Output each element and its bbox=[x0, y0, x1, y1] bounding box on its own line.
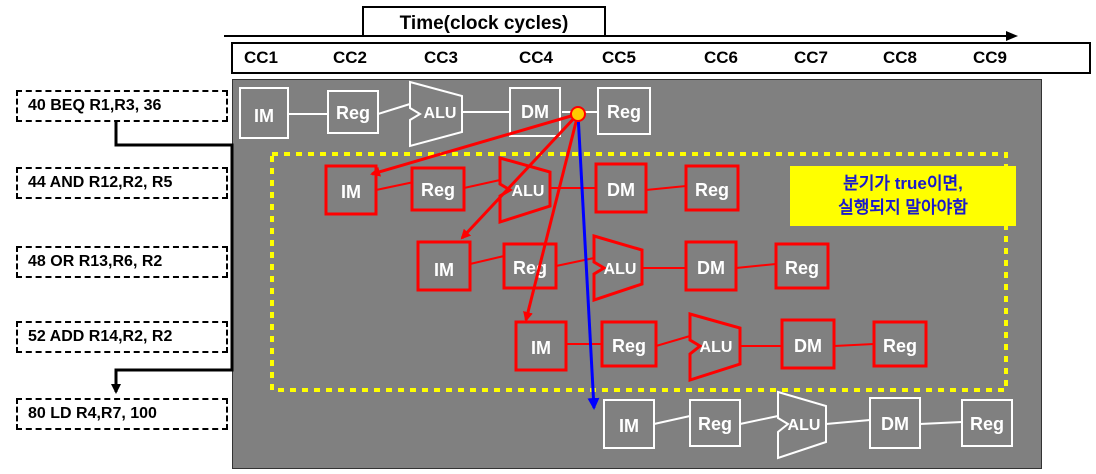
pipeline-row-add: IM Reg ALU DM Reg bbox=[514, 312, 928, 383]
flush-region-box bbox=[270, 152, 1008, 392]
time-axis-title: Time(clock cycles) bbox=[362, 6, 606, 36]
cc9-label: CC9 bbox=[973, 48, 1008, 67]
svg-text:ALU: ALU bbox=[604, 261, 637, 278]
cc2-label: CC2 bbox=[333, 48, 368, 67]
reg-stage bbox=[689, 399, 741, 447]
svg-text:IM: IM bbox=[619, 416, 639, 436]
reg-stage bbox=[327, 90, 379, 134]
flush-arrows bbox=[370, 112, 580, 322]
svg-text:Reg: Reg bbox=[612, 336, 646, 356]
alu-stage bbox=[409, 80, 463, 148]
svg-text:IM: IM bbox=[531, 338, 551, 358]
reg-writeback-stage bbox=[961, 399, 1013, 447]
svg-text:ALU: ALU bbox=[424, 105, 457, 122]
alu-stage bbox=[777, 390, 827, 460]
svg-text:Reg: Reg bbox=[607, 102, 641, 122]
dm-stage bbox=[684, 240, 738, 292]
svg-text:IM: IM bbox=[254, 106, 274, 126]
cc8-label: CC8 bbox=[883, 48, 918, 67]
instruction-and: 44 AND R12,R2, R5 bbox=[16, 167, 228, 199]
time-axis-arrow bbox=[224, 31, 1018, 41]
cc1-label: CC1 bbox=[244, 48, 279, 67]
clock-cycle-bar: CC1 CC2 CC3 CC4 CC5 CC6 CC7 CC8 CC9 bbox=[231, 42, 1091, 74]
svg-text:ALU: ALU bbox=[700, 339, 733, 356]
reg-writeback-stage bbox=[872, 320, 928, 368]
im-stage bbox=[514, 320, 568, 372]
pipeline-row-or: IM Reg ALU DM Reg bbox=[416, 234, 830, 303]
instruction-ld: 80 LD R4,R7, 100 bbox=[16, 398, 228, 430]
dm-stage bbox=[594, 162, 648, 214]
svg-text:Reg: Reg bbox=[883, 336, 917, 356]
svg-text:ALU: ALU bbox=[512, 183, 545, 200]
svg-text:ALU: ALU bbox=[788, 417, 821, 434]
svg-text:DM: DM bbox=[697, 258, 725, 278]
branch-resolution-point bbox=[570, 106, 586, 122]
svg-text:Reg: Reg bbox=[970, 414, 1004, 434]
svg-text:Reg: Reg bbox=[421, 180, 455, 200]
branch-note: 분기가 true이면, 실행되지 말아야함 bbox=[790, 166, 1016, 226]
svg-text:DM: DM bbox=[521, 102, 549, 122]
im-stage bbox=[603, 399, 655, 449]
svg-text:DM: DM bbox=[794, 336, 822, 356]
dm-stage bbox=[780, 318, 836, 370]
reg-writeback-stage bbox=[774, 242, 830, 290]
branch-target-arrow bbox=[576, 113, 600, 410]
svg-text:Reg: Reg bbox=[695, 180, 729, 200]
svg-text:Reg: Reg bbox=[785, 258, 819, 278]
cc3-label: CC3 bbox=[424, 48, 459, 67]
cc6-label: CC6 bbox=[704, 48, 739, 67]
note-line-2: 실행되지 말아야함 bbox=[838, 198, 968, 217]
svg-text:Reg: Reg bbox=[698, 414, 732, 434]
alu-stage bbox=[688, 312, 742, 383]
pipeline-row-beq: IM Reg ALU DM Reg bbox=[239, 80, 651, 148]
cc4-label: CC4 bbox=[519, 48, 554, 67]
cc7-label: CC7 bbox=[794, 48, 829, 67]
dm-stage bbox=[869, 397, 921, 449]
instruction-beq: 40 BEQ R1,R3, 36 bbox=[16, 90, 228, 122]
pipeline-row-ld: IM Reg ALU DM Reg bbox=[603, 390, 1013, 460]
alu-stage bbox=[592, 234, 644, 303]
svg-text:DM: DM bbox=[881, 414, 909, 434]
reg-writeback-stage bbox=[684, 164, 740, 212]
svg-text:DM: DM bbox=[607, 180, 635, 200]
instruction-or: 48 OR R13,R6, R2 bbox=[16, 246, 228, 278]
im-stage bbox=[239, 87, 289, 139]
reg-stage bbox=[502, 242, 558, 290]
svg-text:IM: IM bbox=[434, 260, 454, 280]
im-stage bbox=[324, 164, 378, 216]
im-stage bbox=[416, 240, 472, 292]
reg-stage bbox=[600, 320, 658, 368]
instruction-add: 52 ADD R14,R2, R2 bbox=[16, 321, 228, 353]
svg-text:Reg: Reg bbox=[336, 103, 370, 123]
svg-text:IM: IM bbox=[341, 182, 361, 202]
reg-writeback-stage bbox=[597, 87, 651, 135]
note-line-1: 분기가 true이면, bbox=[843, 174, 963, 193]
branch-bracket bbox=[111, 122, 234, 394]
alu-stage bbox=[498, 156, 552, 225]
pipeline-row-and: IM Reg ALU DM Reg bbox=[324, 156, 740, 225]
reg-stage bbox=[410, 166, 466, 212]
cc5-label: CC5 bbox=[602, 48, 637, 67]
